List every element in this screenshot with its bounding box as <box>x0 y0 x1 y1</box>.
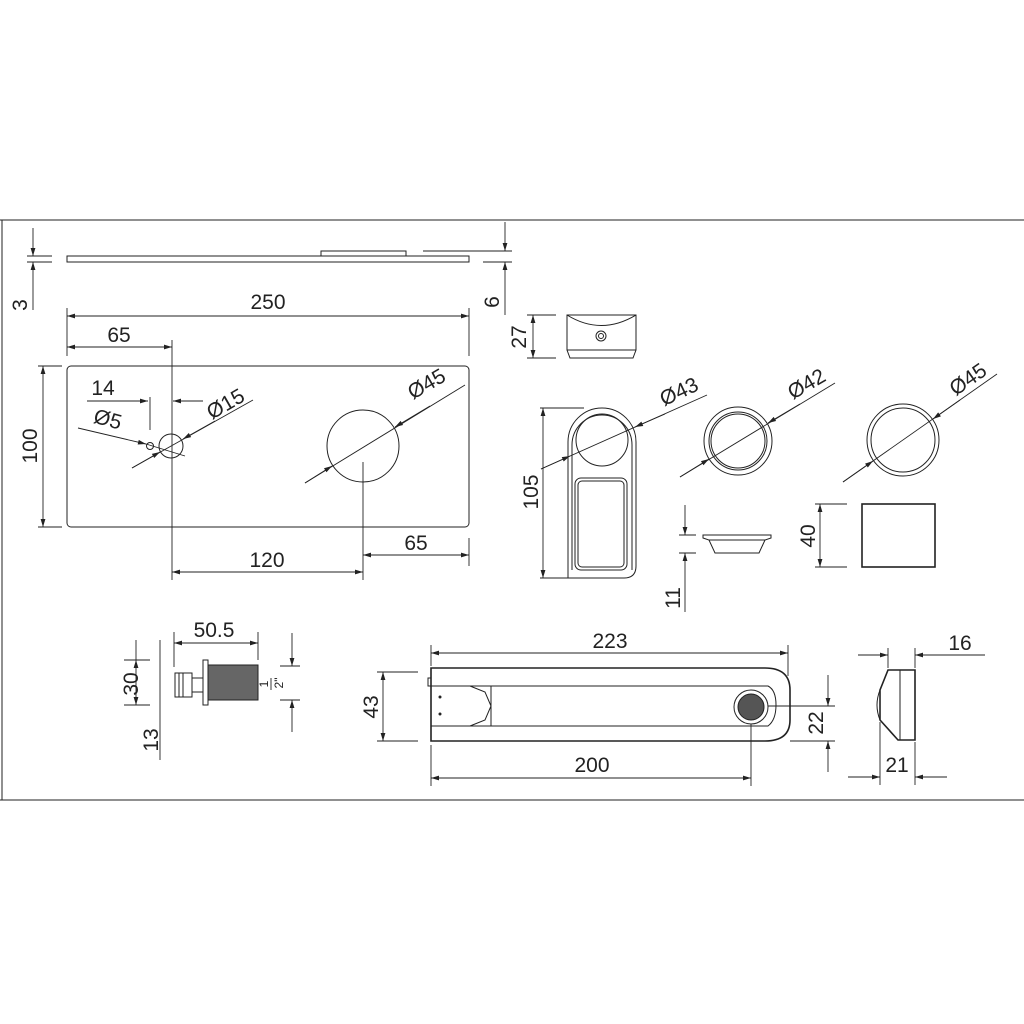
dim-tiny-hole: Ø5 <box>91 405 124 434</box>
dim-holder-length: 105 <box>520 474 543 509</box>
dim-aerator-distance: 200 <box>574 754 609 777</box>
top-view: 3 6 <box>9 222 512 315</box>
dim-height: 100 <box>19 428 42 463</box>
dim-faucet-height: 27 <box>508 325 531 348</box>
dim-hole-spacing: 14 <box>91 377 115 400</box>
dim-small-hole: Ø15 <box>203 384 249 424</box>
dim-spout-height: 43 <box>360 695 383 718</box>
spout-view: 223 43 200 22 <box>360 630 835 786</box>
dim-width: 250 <box>250 291 285 314</box>
dim-thread: 1 2" <box>257 678 286 690</box>
dim-block-height: 40 <box>797 524 820 547</box>
ring-42-view: Ø42 <box>679 364 836 478</box>
faucet-front-view: 27 <box>508 314 637 359</box>
thread-denominator: 2" <box>272 678 286 689</box>
dim-center-distance: 120 <box>249 549 284 572</box>
small-hole <box>158 433 184 459</box>
dim-raised: 6 <box>481 296 504 308</box>
ring-45-view: Ø45 <box>842 359 998 483</box>
frame <box>0 219 1024 801</box>
block-view: 40 <box>797 503 936 568</box>
dim-aerator-size: 22 <box>805 711 828 734</box>
cup-view: 11 <box>662 505 772 612</box>
fitting-view: 50.5 30 13 1 2" <box>120 619 300 760</box>
dim-ring-42: Ø42 <box>784 364 830 404</box>
holder-view: 105 Ø43 <box>520 373 708 579</box>
dim-spout-length: 223 <box>592 630 627 653</box>
dim-fitting-height: 30 <box>120 672 143 695</box>
dim-fitting-offset: 13 <box>140 728 163 751</box>
thread-numerator: 1 <box>257 680 271 687</box>
plate-view: 250 65 100 14 Ø15 Ø5 Ø45 120 65 <box>19 291 470 580</box>
dim-hole-offset: 65 <box>107 324 130 347</box>
dim-right-offset: 65 <box>404 532 427 555</box>
dim-side-top: 16 <box>948 632 971 655</box>
spout-side-view: 16 21 <box>848 632 985 785</box>
dim-holder-diameter: Ø43 <box>656 373 702 411</box>
dim-fitting-length: 50.5 <box>194 619 235 642</box>
dim-thickness: 3 <box>9 299 32 311</box>
dim-cup-height: 11 <box>662 587 685 609</box>
dim-side-bottom: 21 <box>885 754 908 777</box>
